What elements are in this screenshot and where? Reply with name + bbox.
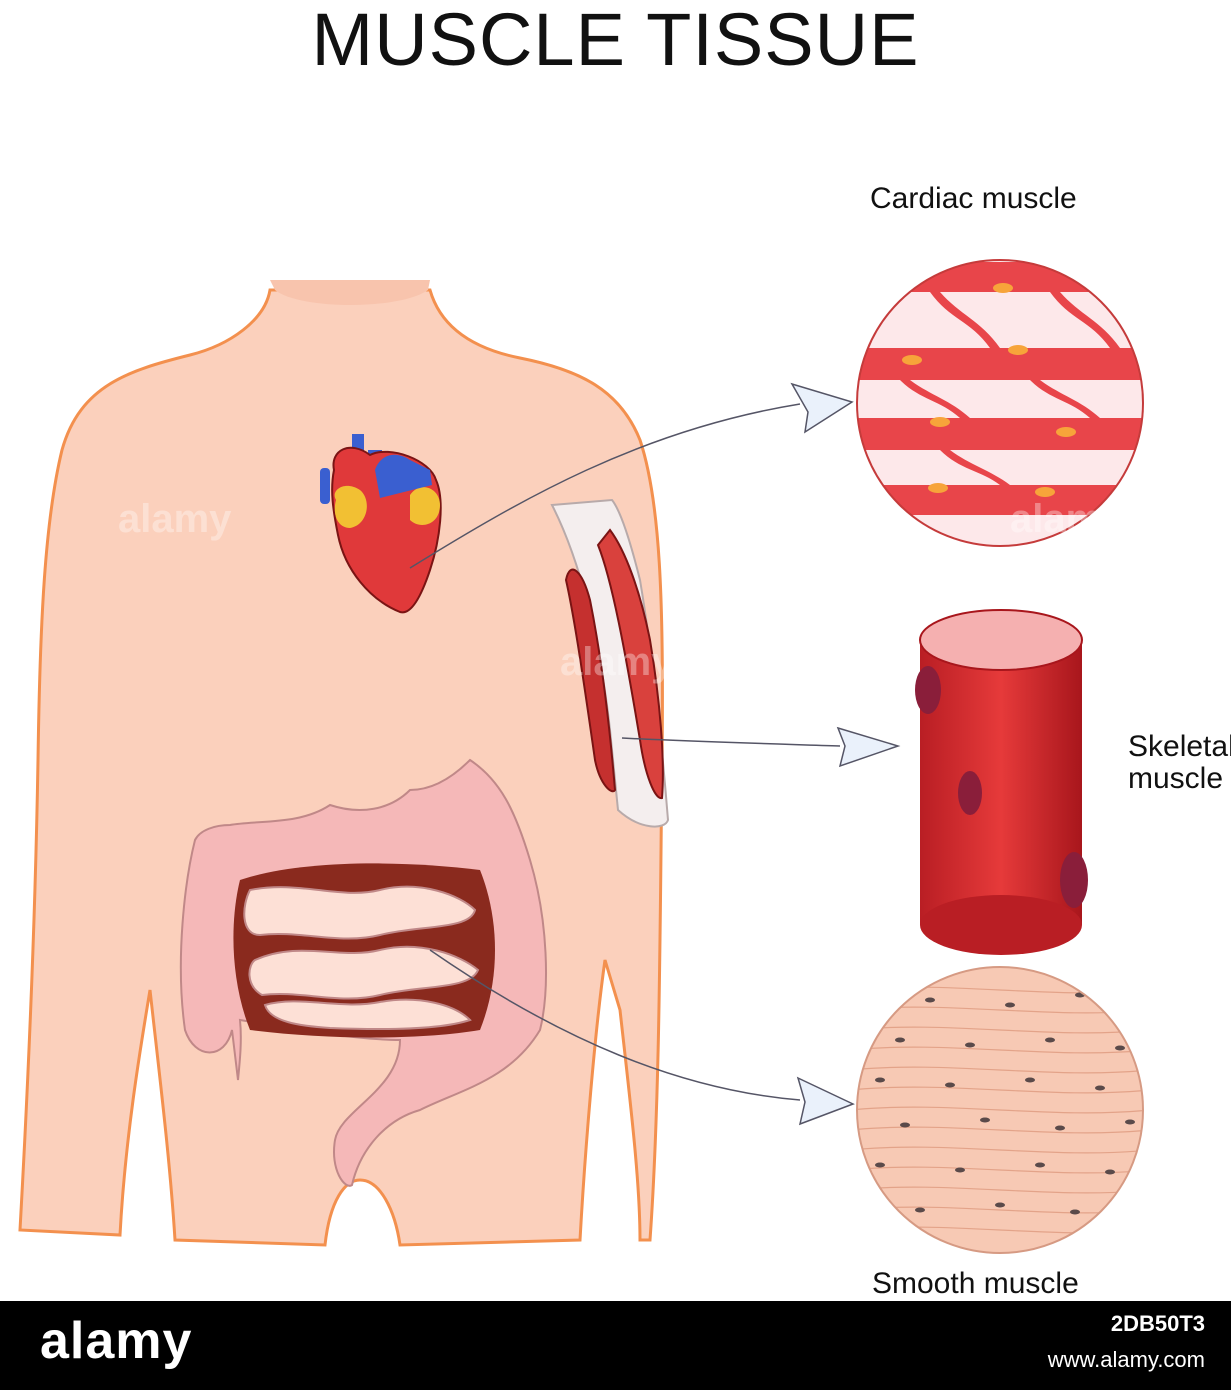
page-title: MUSCLE TISSUE [311, 0, 920, 81]
watermark-overlay-1: alamy [118, 497, 232, 541]
label-skeletal-muscle: Skeletal muscle [1128, 731, 1231, 795]
smooth-muscle-circle [856, 966, 1144, 1254]
arrow-intestine-to-smooth [429, 949, 855, 1126]
heart-icon [320, 434, 442, 614]
arrow-heart-to-cardiac [409, 382, 854, 569]
alamy-logo: alamy [40, 1312, 193, 1370]
watermark-url: www.alamy.com [1047, 1347, 1205, 1372]
arm-muscle-icon [550, 498, 670, 828]
intestine-icon [179, 758, 547, 1187]
label-skeletal-line1: Skeletal [1128, 730, 1231, 763]
label-skeletal-line2: muscle [1128, 762, 1224, 795]
watermark-overlay-2: alamy [560, 640, 674, 684]
body-silhouette [18, 288, 664, 1247]
label-smooth-muscle: Smooth muscle [872, 1267, 1079, 1300]
watermark-bar: alamy 2DB50T3 www.alamy.com [0, 1301, 1231, 1390]
label-cardiac-muscle: Cardiac muscle [870, 182, 1077, 215]
arrow-arm-to-skeletal [621, 726, 901, 768]
skeletal-muscle-bundle [915, 609, 1088, 955]
muscle-diagram [18, 259, 1144, 1254]
watermark-overlay-3: alamy [1010, 497, 1124, 541]
image-id: 2DB50T3 [1110, 1311, 1205, 1336]
neck-shading [270, 280, 430, 305]
